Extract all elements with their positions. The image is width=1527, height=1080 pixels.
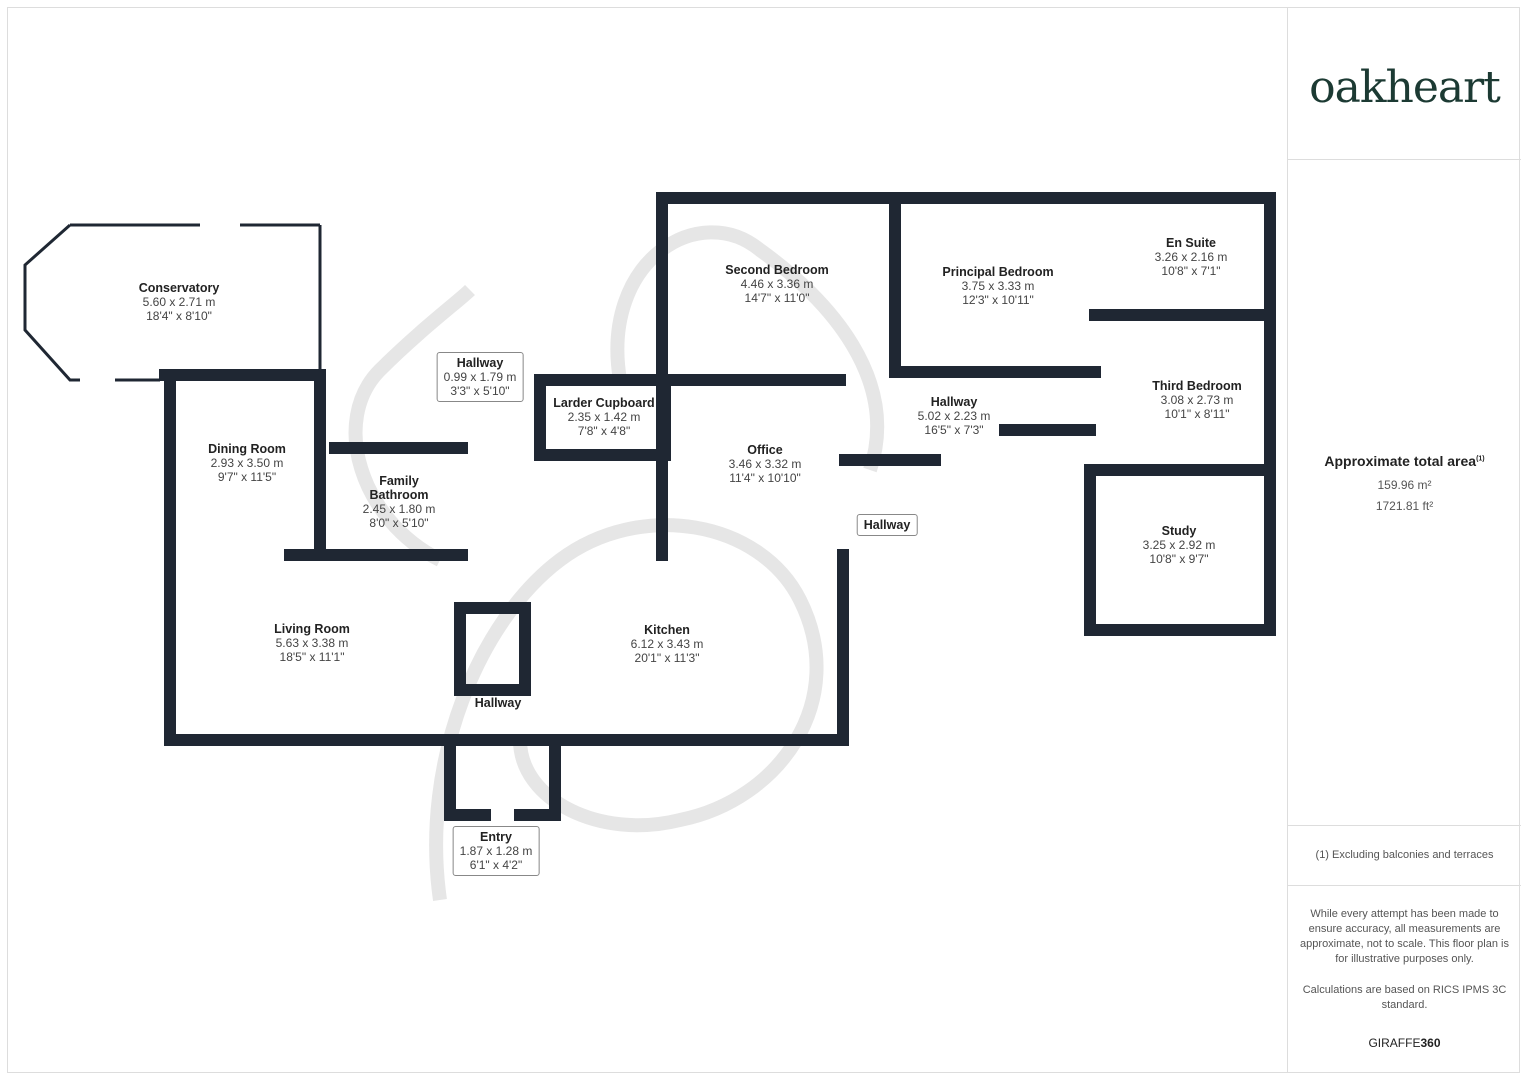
room-imperial: 12'3" x 10'11": [962, 293, 1034, 307]
room-metric: 2.45 x 1.80 m: [362, 502, 436, 516]
room-metric: 5.60 x 2.71 m: [142, 295, 216, 309]
room-name: Entry: [480, 830, 512, 844]
entry-walls: [444, 734, 561, 821]
giraffe360-brand: GIRAFFE360: [1288, 1036, 1521, 1050]
floor-plan: [23, 192, 1276, 901]
room-imperial: 10'8" x 7'1": [1161, 264, 1221, 278]
room-metric: 5.63 x 3.38 m: [275, 636, 349, 650]
brand-suffix: 360: [1420, 1036, 1441, 1050]
room-name: Family Bathroom: [369, 474, 429, 502]
room-metric: 3.46 x 3.32 m: [728, 457, 802, 471]
room-name: Conservatory: [138, 281, 220, 295]
room-imperial: 18'5" x 11'1": [279, 650, 345, 664]
divider: [1288, 159, 1521, 160]
room-hallway-entry: Hallway: [475, 696, 522, 710]
room-imperial: 20'1" x 11'3": [634, 651, 700, 665]
room-name: Kitchen: [644, 623, 690, 637]
room-imperial: 10'1" x 8'11": [1164, 407, 1230, 421]
room-name: Dining Room: [208, 442, 286, 456]
larder-walls: [534, 374, 671, 461]
total-area-label: Approximate total area: [1324, 453, 1477, 469]
room-imperial: 6'1" x 4'2": [469, 858, 523, 872]
divider: [1288, 885, 1521, 886]
info-panel: oakheart Approximate total area(1) 159.9…: [1287, 7, 1521, 1073]
total-area-metric: 159.96 m²: [1377, 478, 1432, 492]
oakheart-logo: oakheart: [1309, 62, 1501, 113]
room-metric: 4.46 x 3.36 m: [740, 277, 814, 291]
room-metric: 1.87 x 1.28 m: [459, 844, 533, 858]
room-name: Study: [1161, 524, 1197, 538]
room-name: Hallway: [474, 696, 522, 710]
room-name: Office: [747, 443, 783, 457]
room-metric: 2.35 x 1.42 m: [567, 410, 641, 424]
divider: [1288, 825, 1521, 826]
room-metric: 3.25 x 2.92 m: [1142, 538, 1216, 552]
room-imperial: 3'3" x 5'10": [450, 384, 510, 398]
bedroom-block-walls: [656, 192, 1276, 636]
room-imperial: 16'5" x 7'3": [924, 423, 984, 437]
room-metric: 3.26 x 2.16 m: [1154, 250, 1228, 264]
room-metric: 3.08 x 2.73 m: [1160, 393, 1234, 407]
room-name: Hallway: [930, 395, 978, 409]
room-metric: 6.12 x 3.43 m: [630, 637, 704, 651]
brand-prefix: GIRAFFE: [1368, 1036, 1421, 1050]
room-imperial: 11'4" x 10'10": [729, 471, 801, 485]
total-area-imperial: 1721.81 ft²: [1375, 499, 1434, 513]
living-kitchen-walls: [164, 369, 849, 746]
room-metric: 5.02 x 2.23 m: [917, 409, 991, 423]
calculations-text: Calculations are based on RICS IPMS 3C s…: [1302, 984, 1507, 1011]
conservatory-walls: [23, 223, 322, 382]
room-name: Larder Cupboard: [553, 396, 655, 410]
page-frame: [7, 7, 1520, 1073]
room-name: Third Bedroom: [1152, 379, 1242, 393]
principal-wall: [889, 199, 1101, 378]
room-name: Hallway: [863, 518, 911, 532]
room-name: Principal Bedroom: [942, 265, 1054, 279]
room-metric: 2.93 x 3.50 m: [210, 456, 284, 470]
room-imperial: 8'0" x 5'10": [369, 516, 429, 530]
chimney: [454, 602, 531, 696]
bathroom-walls: [284, 442, 468, 561]
room-name: Hallway: [456, 356, 504, 370]
room-imperial: 9'7" x 11'5": [217, 470, 277, 484]
room-name: Living Room: [274, 622, 350, 636]
room-metric: 0.99 x 1.79 m: [443, 370, 517, 384]
footnote-mark: (1): [1476, 455, 1485, 463]
dining-top-wall: [159, 369, 326, 558]
walls: [159, 192, 1276, 821]
room-hallway-callout: Hallway: [856, 514, 918, 536]
room-name: En Suite: [1165, 236, 1216, 250]
room-metric: 3.75 x 3.33 m: [961, 279, 1035, 293]
watermark-logo: [348, 225, 885, 901]
total-area-title: Approximate total area(1): [1288, 453, 1521, 469]
room-imperial: 10'8" x 9'7": [1149, 552, 1209, 566]
disclaimer-text: While every attempt has been made to ens…: [1300, 908, 1509, 965]
room-imperial: 14'7" x 11'0": [744, 291, 810, 305]
footnote-text: (1) Excluding balconies and terraces: [1315, 849, 1494, 861]
room-imperial: 7'8" x 4'8": [577, 424, 631, 438]
room-name: Second Bedroom: [725, 263, 829, 277]
room-imperial: 18'4" x 8'10": [146, 309, 212, 323]
hallway-wall: [659, 374, 1096, 466]
